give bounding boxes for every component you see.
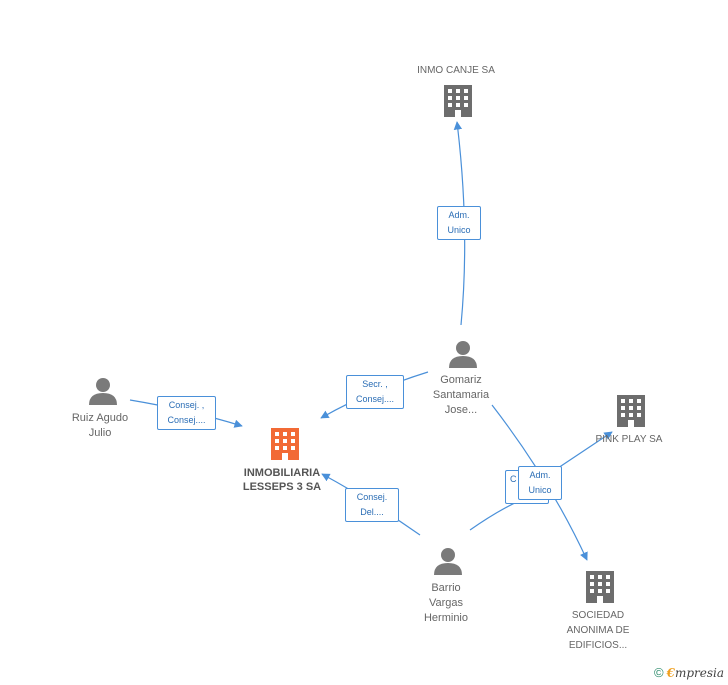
footer-brand[interactable]: © €mpresia (654, 665, 724, 680)
edge-label-line1: C (510, 474, 517, 484)
edge-label-line1: Consej. , (168, 400, 205, 410)
edge-label-gomariz-center[interactable]: Secr. , Consej.... (346, 375, 404, 409)
edge-label-barrio-center[interactable]: Consej. Del.... (345, 488, 399, 522)
edge-label-line1: Adm. (529, 470, 551, 480)
node-ruiz-label-line2: Julio (88, 427, 112, 439)
node-gomariz-label-line3: Jose... (444, 404, 478, 416)
brand-logo: €mpresia (667, 666, 724, 680)
building-icon[interactable] (617, 395, 645, 427)
building-icon[interactable] (444, 85, 472, 117)
edge-label-line2: Consej.... (167, 415, 206, 425)
edge-label-line2: Del.... (360, 507, 384, 517)
node-sociedad-label[interactable]: SOCIEDAD ANONIMA DE EDIFICIOS... (543, 608, 653, 653)
node-inmo-canje-label[interactable]: INMO CANJE SA (417, 65, 495, 76)
node-gomariz-label-line1: Gomariz (440, 374, 482, 386)
edge-label-line2: Consej.... (355, 394, 395, 404)
person-icon[interactable] (434, 548, 462, 575)
edge-label-line1: Consej. (356, 492, 388, 502)
node-barrio-label-line2: Vargas (428, 597, 464, 609)
node-center-label-line1: INMOBILIARIA (243, 467, 321, 479)
node-gomariz-label[interactable]: Gomariz Santamaria Jose... (406, 373, 516, 418)
edge-label-line2: Unico (447, 225, 471, 235)
node-ruiz-label[interactable]: Ruiz Agudo Julio (45, 411, 155, 441)
building-icon[interactable] (271, 428, 299, 460)
node-ruiz-label-line1: Ruiz Agudo (71, 412, 129, 424)
node-pink-play-label[interactable]: PINK PLAY SA (595, 434, 663, 445)
edge-label-gomariz-pink-play[interactable]: Adm. Unico (518, 466, 562, 500)
copyright-icon: © (653, 665, 664, 680)
edge-label-line2: Unico (528, 485, 552, 495)
node-sociedad-label-line1: SOCIEDAD (571, 610, 625, 621)
building-icon[interactable] (586, 571, 614, 603)
node-gomariz-label-line2: Santamaria (432, 389, 490, 401)
edge-label-ruiz-center[interactable]: Consej. , Consej.... (157, 396, 216, 430)
person-icon[interactable] (89, 378, 117, 405)
node-barrio-label[interactable]: Barrio Vargas Herminio (391, 581, 501, 626)
node-barrio-label-line3: Herminio (423, 612, 468, 624)
edge-label-line1: Adm. (448, 210, 470, 220)
brand-logo-e: € (666, 665, 675, 680)
node-center-label[interactable]: INMOBILIARIA LESSEPS 3 SA (227, 466, 337, 494)
brand-logo-text: mpresia (674, 665, 724, 680)
node-center-label-line2: LESSEPS 3 SA (242, 481, 322, 493)
node-sociedad-label-line3: EDIFICIOS... (568, 640, 628, 651)
node-sociedad-label-line2: ANONIMA DE (566, 625, 630, 636)
edge-label-gomariz-inmo-canje[interactable]: Adm. Unico (437, 206, 481, 240)
edge-label-line1: Secr. , (362, 379, 388, 389)
person-icon[interactable] (449, 341, 477, 368)
node-barrio-label-line1: Barrio (431, 582, 461, 594)
